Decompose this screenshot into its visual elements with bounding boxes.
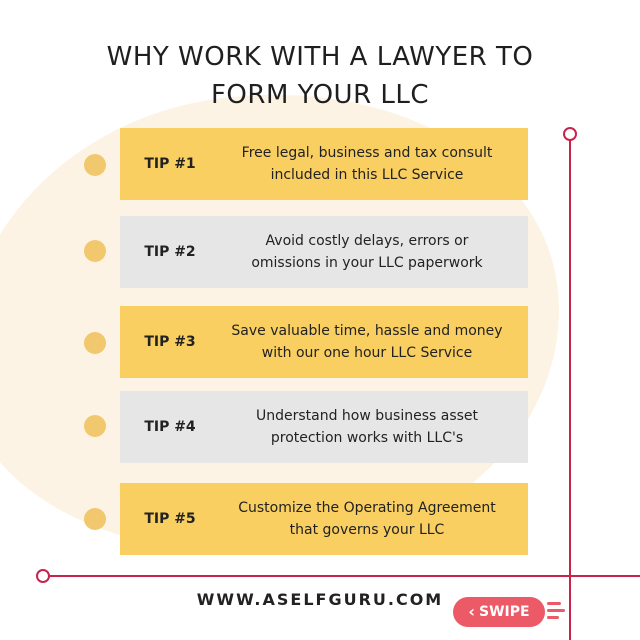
tip-2-card: TIP #2 Avoid costly delays, errors or om…	[120, 216, 528, 288]
horizontal-accent-line	[48, 575, 640, 577]
chevron-left-icon: ‹	[468, 602, 476, 621]
vertical-accent-line	[569, 140, 571, 640]
tip-2-label: TIP #2	[144, 244, 196, 260]
tip-5-text-line-2: that governs your LLC	[289, 522, 445, 538]
tip-2-text-line-1: Avoid costly delays, errors or	[265, 233, 469, 249]
speed-line-icon	[547, 609, 565, 612]
speed-line-icon	[547, 602, 561, 605]
tip-4-bullet	[84, 415, 106, 437]
tip-1-text-line-2: included in this LLC Service	[270, 167, 464, 183]
tip-3-bullet	[84, 332, 106, 354]
tip-5-text-line-1: Customize the Operating Agreement	[238, 500, 496, 516]
tip-2-bullet	[84, 240, 106, 262]
tip-4-card: TIP #4 Understand how business asset pro…	[120, 391, 528, 463]
tip-5-bullet	[84, 508, 106, 530]
tip-4-text: Understand how business asset protection…	[220, 405, 528, 449]
tip-3-text-line-2: with our one hour LLC Service	[261, 345, 473, 361]
tip-2-text: Avoid costly delays, errors or omissions…	[220, 230, 528, 274]
tip-3-text-line-1: Save valuable time, hassle and money	[231, 323, 503, 339]
tip-1-card: TIP #1 Free legal, business and tax cons…	[120, 128, 528, 200]
tip-3-card: TIP #3 Save valuable time, hassle and mo…	[120, 306, 528, 378]
title-line-2: FORM YOUR LLC	[210, 80, 430, 110]
tip-1-bullet	[84, 154, 106, 176]
vertical-line-dot	[563, 127, 577, 141]
tip-1-text-line-1: Free legal, business and tax consult	[241, 145, 493, 161]
tip-4-label: TIP #4	[144, 419, 196, 435]
speed-line-icon	[547, 616, 559, 619]
page-title: WHY WORK WITH A LAWYER TO FORM YOUR LLC	[0, 38, 640, 114]
tip-2-text-line-2: omissions in your LLC paperwork	[251, 255, 483, 271]
tip-5-label: TIP #5	[144, 511, 196, 527]
horizontal-line-dot	[36, 569, 50, 583]
tip-4-text-line-1: Understand how business asset	[255, 408, 479, 424]
swipe-button[interactable]: ‹ SWIPE	[453, 597, 545, 627]
swipe-label: SWIPE	[479, 604, 530, 620]
tip-3-label: TIP #3	[144, 334, 196, 350]
tip-5-text: Customize the Operating Agreement that g…	[220, 497, 528, 541]
tip-5-card: TIP #5 Customize the Operating Agreement…	[120, 483, 528, 555]
title-line-1: WHY WORK WITH A LAWYER TO	[106, 42, 534, 72]
website-url[interactable]: WWW.ASELFGURU.COM	[196, 590, 444, 609]
tip-1-label: TIP #1	[144, 156, 196, 172]
tip-1-text: Free legal, business and tax consult inc…	[220, 142, 528, 186]
tip-4-text-line-2: protection works with LLC's	[270, 430, 464, 446]
tip-3-text: Save valuable time, hassle and money wit…	[220, 320, 528, 364]
